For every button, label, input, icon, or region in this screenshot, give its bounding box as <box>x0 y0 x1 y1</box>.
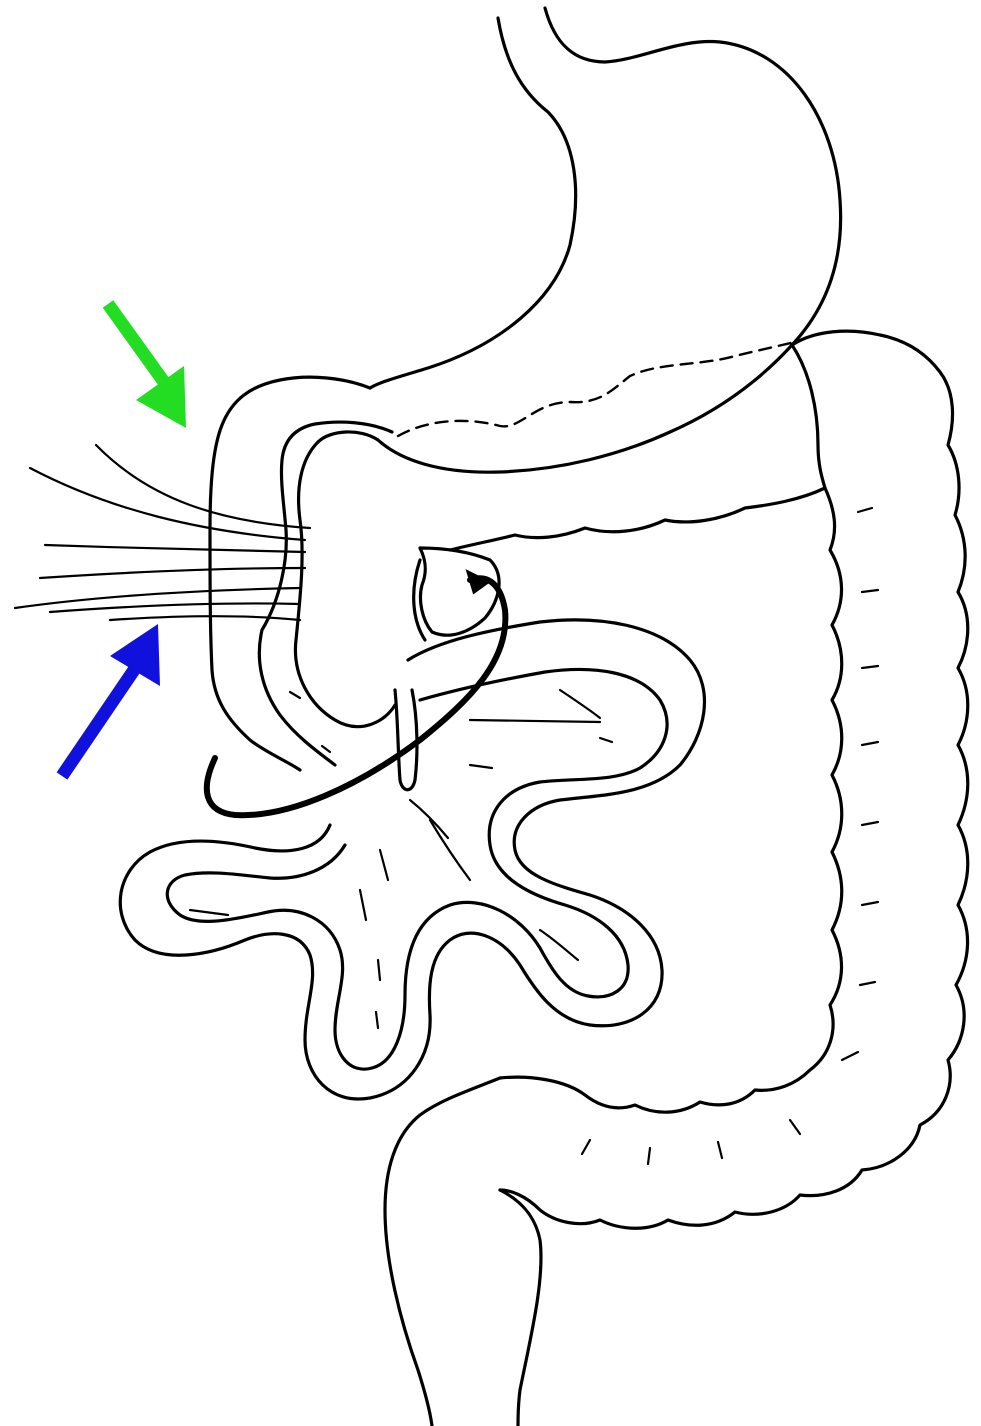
blue-arrow <box>62 624 160 776</box>
stomach <box>318 8 841 472</box>
colon <box>450 331 968 1228</box>
twist-arrow <box>207 572 506 815</box>
mesenteric-vessels <box>15 445 310 620</box>
sigmoid-rectum <box>385 1078 541 1426</box>
green-arrow <box>108 304 186 428</box>
